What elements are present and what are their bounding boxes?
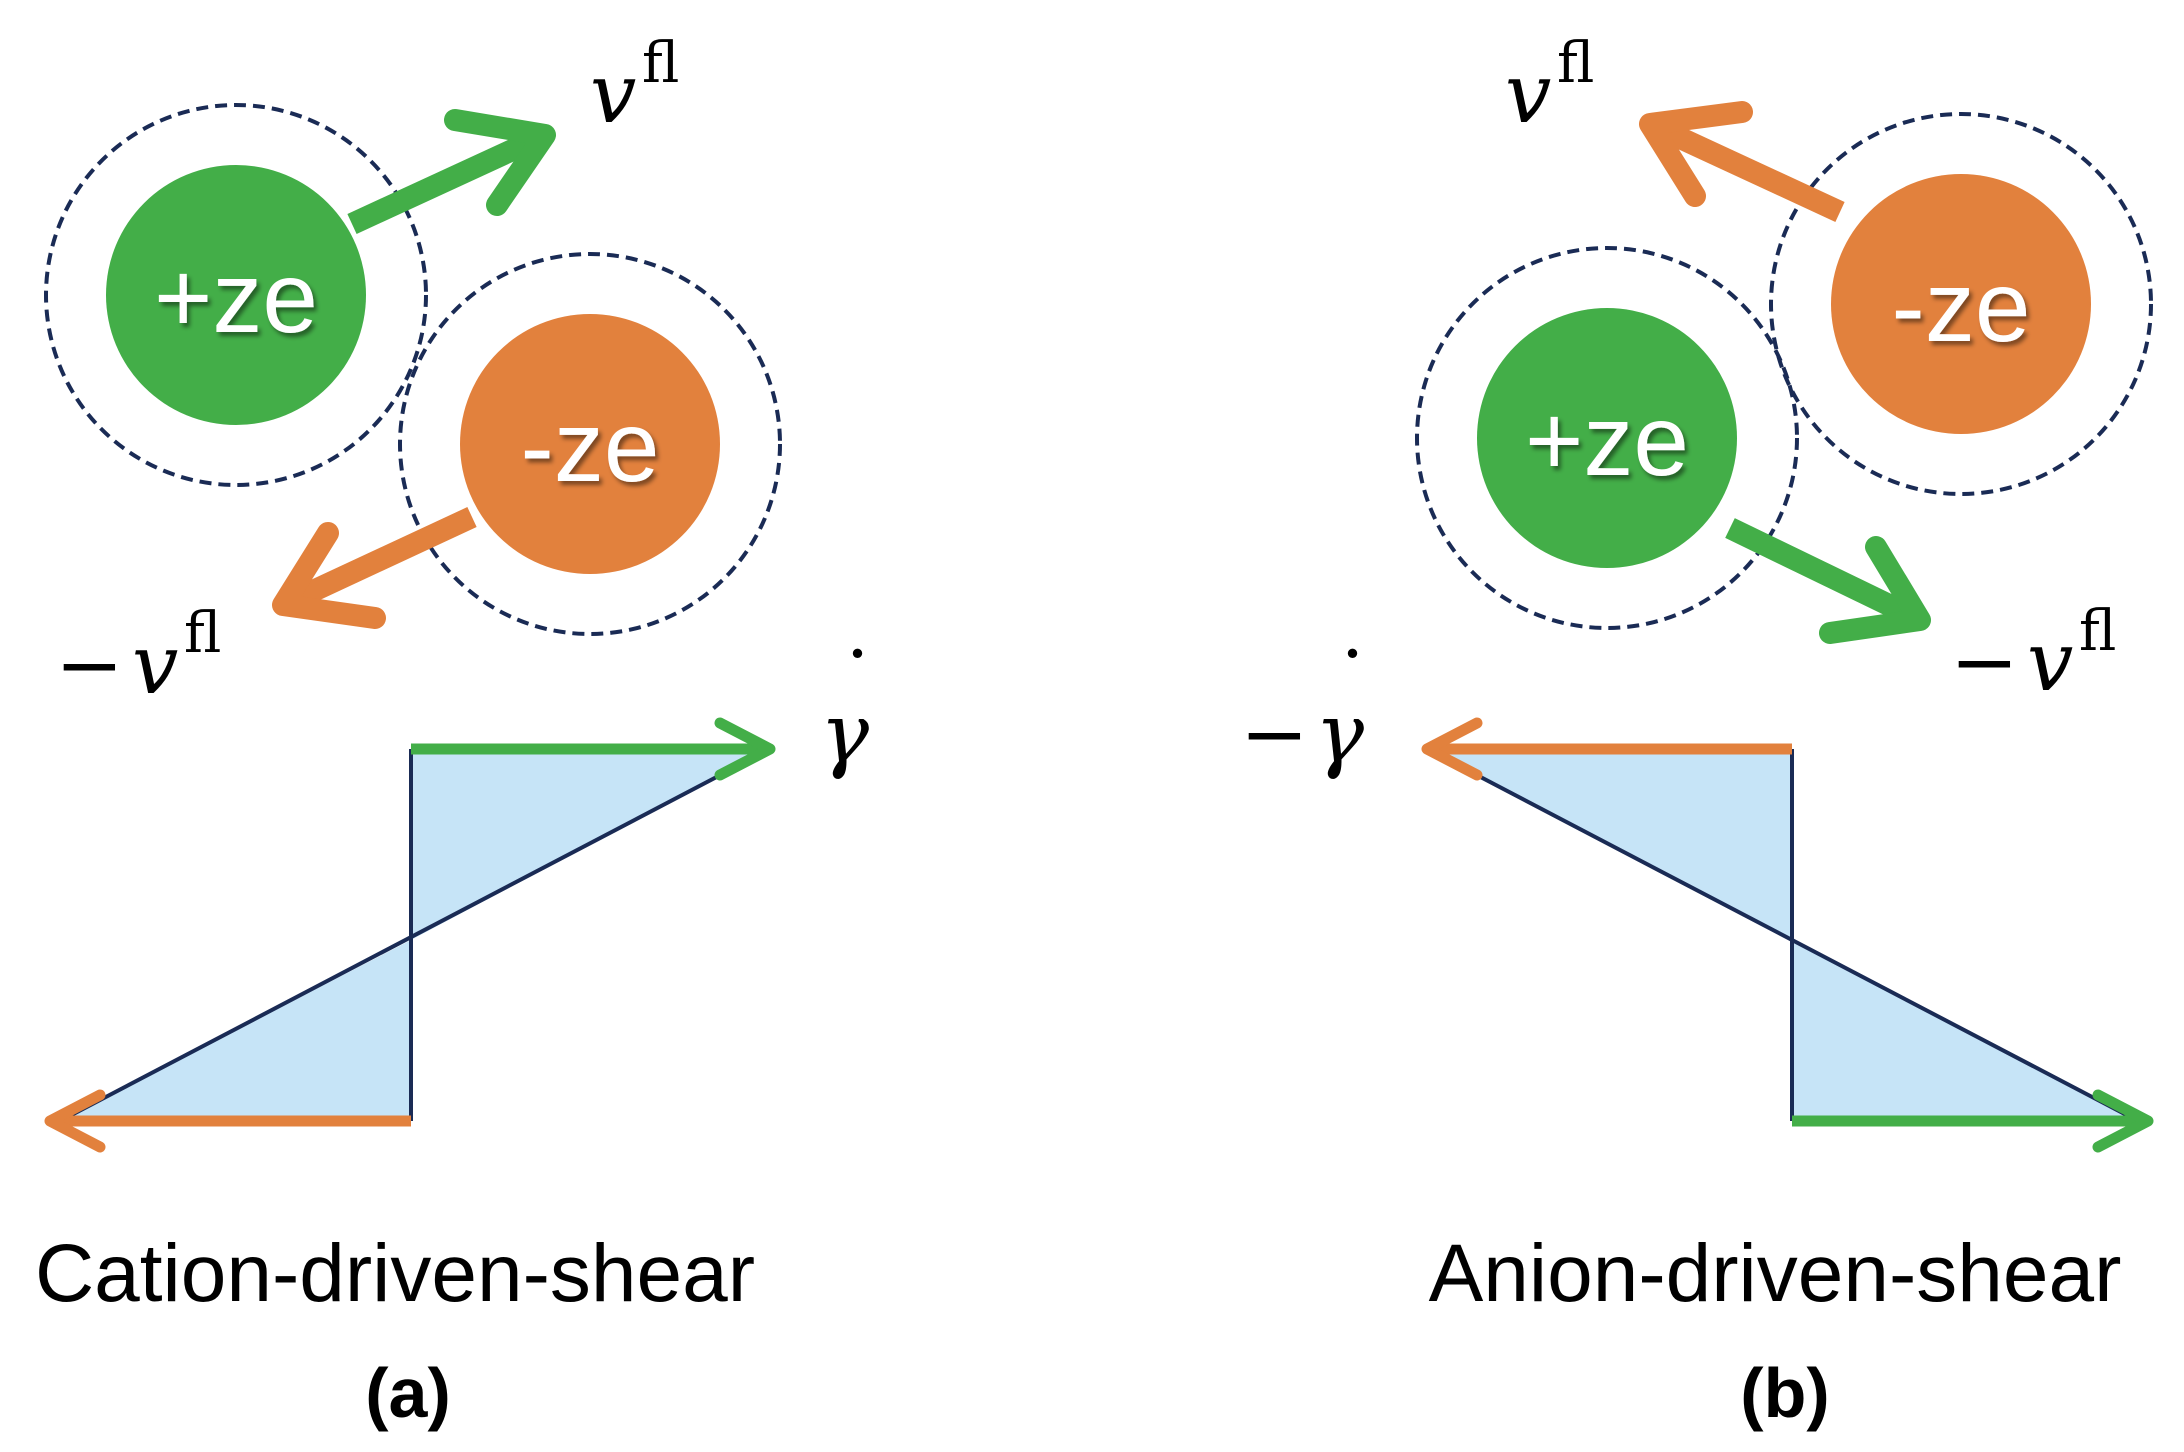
cation-velocity-sign-b: − bbox=[1950, 615, 2019, 710]
caption-b: Anion-driven-shear bbox=[1429, 1228, 2122, 1319]
panel-b: -ze +ze v fl − v fl − ˙ γ Anion-dr bbox=[1240, 31, 2154, 1432]
anion-label-b: -ze bbox=[1892, 251, 2031, 363]
anion-b bbox=[1831, 174, 2091, 434]
cation-velocity-label-a: v bbox=[590, 47, 636, 142]
anion-shell-b bbox=[1769, 112, 2153, 496]
anion-velocity-label-a: v bbox=[132, 618, 178, 713]
shear-profile-b bbox=[1421, 717, 2154, 1153]
shear-profile-a bbox=[44, 717, 776, 1153]
velocity-profile-line-b bbox=[1426, 747, 2139, 1123]
bottom-wall-arrow-a bbox=[44, 1089, 411, 1153]
cation-a bbox=[106, 165, 366, 425]
panel-tag-a: (a) bbox=[365, 1354, 451, 1432]
shear-rate-dot-a: ˙ bbox=[837, 637, 878, 732]
anion-shell-a bbox=[398, 252, 782, 636]
panel-tag-b: (b) bbox=[1740, 1354, 1829, 1432]
cation-velocity-superscript-a: fl bbox=[642, 31, 679, 96]
anion-velocity-superscript-b: fl bbox=[1557, 31, 1594, 96]
anion-label-a: -ze bbox=[521, 391, 660, 503]
anion-velocity-label-b: v bbox=[1505, 47, 1551, 142]
anion-a bbox=[460, 314, 720, 574]
cation-label-b: +ze bbox=[1525, 385, 1689, 497]
panel-a: +ze -ze v fl − v fl ˙ γ Cation- bbox=[35, 31, 878, 1432]
cation-velocity-arrow-b bbox=[1725, 518, 1931, 644]
anion-velocity-arrow-b bbox=[1639, 101, 1845, 222]
cation-velocity-superscript-b: fl bbox=[2079, 599, 2116, 664]
velocity-profile-line-a bbox=[59, 747, 771, 1123]
shear-rate-label-a: γ bbox=[820, 687, 870, 782]
anion-velocity-sign-a: − bbox=[55, 618, 124, 713]
top-wall-arrow-a bbox=[411, 717, 776, 781]
cation-b bbox=[1477, 308, 1737, 568]
cation-velocity-arrow-a bbox=[347, 109, 556, 234]
caption-a: Cation-driven-shear bbox=[35, 1228, 755, 1319]
shear-rate-dot-b: ˙ bbox=[1332, 637, 1373, 732]
top-wall-arrow-b bbox=[1421, 717, 1792, 781]
bottom-wall-arrow-b bbox=[1792, 1089, 2154, 1153]
anion-velocity-arrow-a bbox=[272, 507, 477, 629]
cation-velocity-label-b: v bbox=[2027, 615, 2073, 710]
shear-rate-label-b: γ bbox=[1315, 687, 1365, 782]
shear-rate-sign-b: − bbox=[1240, 687, 1309, 782]
cation-label-a: +ze bbox=[154, 242, 318, 354]
cation-shell-b bbox=[1415, 246, 1799, 630]
cation-shell-a bbox=[44, 103, 428, 487]
anion-velocity-superscript-a: fl bbox=[184, 601, 221, 666]
